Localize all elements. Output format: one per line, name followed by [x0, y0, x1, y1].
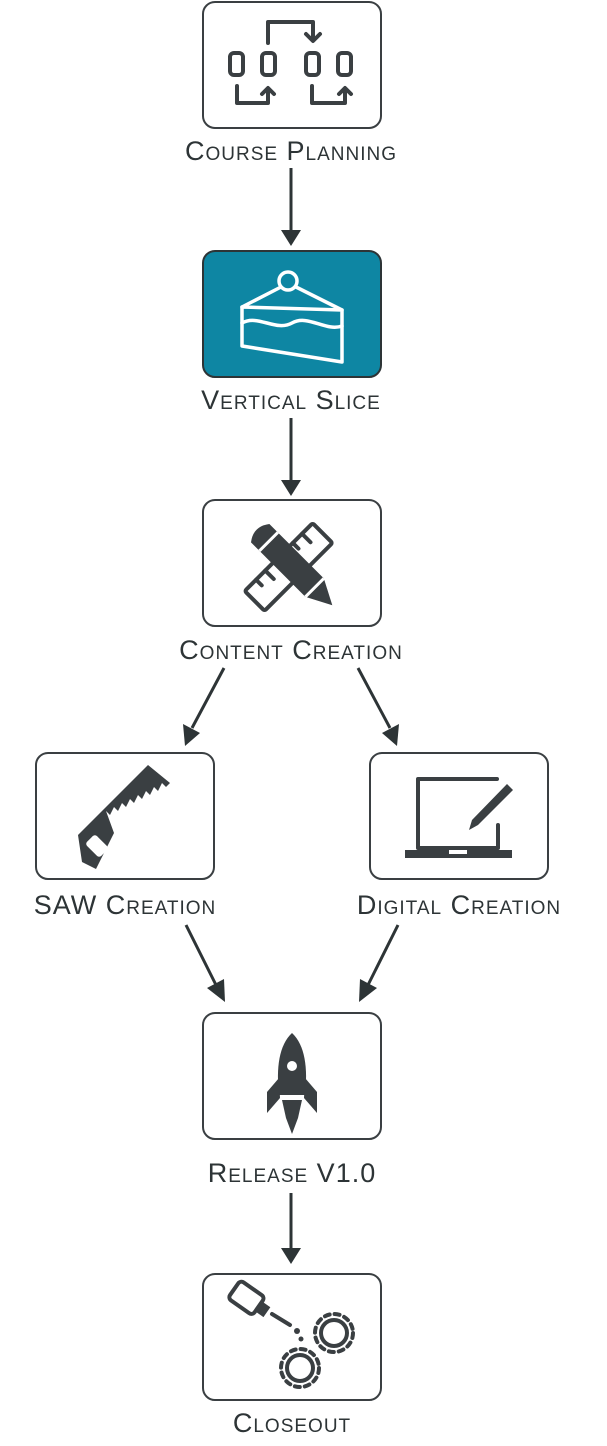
- ruler-pencil-icon: [243, 521, 334, 613]
- edge-vertical-slice-to-content-creation: [281, 418, 301, 496]
- laptop-stylus-icon: [405, 777, 513, 858]
- node-saw-creation: SAW Creation: [34, 752, 217, 920]
- node-label: Closeout: [233, 1408, 351, 1438]
- node-vertical-slice: Vertical Slice: [201, 250, 382, 415]
- node-box: [202, 250, 382, 378]
- edge-content-creation-to-digital-creation: [356, 667, 399, 746]
- node-label: Digital Creation: [357, 890, 561, 920]
- node-label: Release V1.0: [208, 1158, 376, 1188]
- node-label: Content Creation: [179, 635, 403, 665]
- workflow-icon: [228, 20, 353, 105]
- node-course-planning: Course Planning: [185, 1, 397, 166]
- node-box: [35, 752, 215, 880]
- node-label: Vertical Slice: [201, 385, 381, 415]
- node-closeout: Closeout: [202, 1273, 382, 1438]
- node-box: [202, 1, 382, 129]
- rocket-icon: [267, 1033, 317, 1134]
- edges: [183, 168, 400, 1264]
- node-box: [202, 1273, 382, 1401]
- node-content-creation: Content Creation: [179, 499, 403, 665]
- edge-digital-creation-to-release: [359, 924, 400, 1002]
- edge-saw-creation-to-release: [184, 924, 225, 1002]
- node-release: Release V1.0: [202, 1012, 382, 1188]
- oil-can-gears-icon: [227, 1279, 355, 1389]
- edge-release-to-closeout: [281, 1193, 301, 1264]
- node-digital-creation: Digital Creation: [357, 752, 561, 920]
- node-label: Course Planning: [185, 136, 397, 166]
- edge-course-planning-to-vertical-slice: [281, 168, 301, 246]
- node-box: [369, 752, 549, 880]
- cake-slice-icon: [240, 270, 344, 364]
- edge-content-creation-to-saw-creation: [183, 667, 226, 746]
- saw-icon: [78, 765, 170, 869]
- node-label: SAW Creation: [34, 890, 217, 920]
